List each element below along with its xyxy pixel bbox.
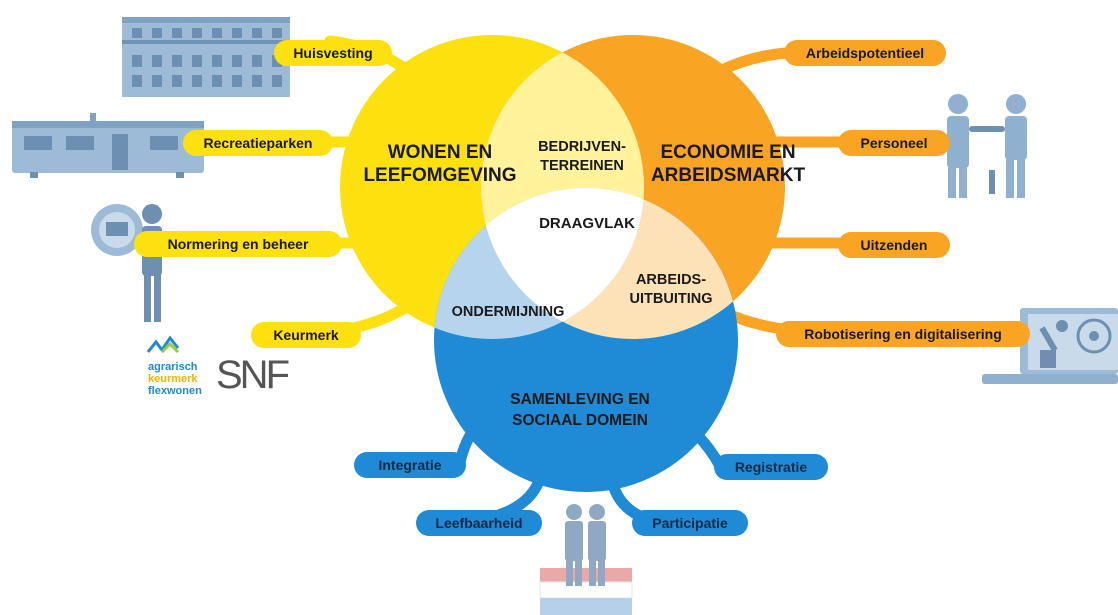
venn-circles [340, 35, 785, 492]
branch-arbeidspotentieel[interactable]: Arbeidspotentieel [784, 40, 946, 66]
label-draagvlak: DRAAGVLAK [539, 215, 635, 232]
label-economie-line1: ECONOMIE EN [660, 142, 795, 163]
branch-label: Personeel [861, 135, 928, 151]
snf-logo: SNF [216, 353, 292, 397]
mobile-home-icon [12, 113, 204, 178]
keurmerk-line2: keurmerk [148, 373, 198, 385]
keurmerk-line3: flexwonen [148, 385, 202, 397]
label-ondermijning: ONDERMIJNING [452, 304, 565, 320]
laptop-robot-icon [982, 308, 1118, 384]
building-icon [122, 17, 290, 97]
keurmerk-logo: agrarisch keurmerk flexwonen [146, 335, 202, 397]
branch-label: Leefbaarheid [435, 515, 522, 531]
dutch-flag-icon [539, 568, 633, 615]
branch-uitzenden[interactable]: Uitzenden [838, 232, 950, 258]
branch-personeel[interactable]: Personeel [838, 130, 950, 156]
circle-labels: WONEN EN LEEFOMGEVING ECONOMIE EN ARBEID… [363, 139, 805, 429]
branch-label: Uitzenden [861, 237, 928, 253]
branch-integratie[interactable]: Integratie [354, 452, 466, 478]
label-arbeids-line1: ARBEIDS- [636, 272, 706, 288]
keurmerk-line1: agrarisch [148, 361, 198, 373]
branch-label: Integratie [378, 457, 441, 473]
overlap-draagvlak [481, 188, 644, 339]
label-samenleving-line1: SAMENLEVING EN [510, 391, 650, 408]
branch-label: Registratie [735, 459, 808, 475]
branch-normering-en-beheer[interactable]: Normering en beheer [134, 231, 342, 257]
branch-label: Arbeidspotentieel [806, 45, 924, 61]
handshake-icon [947, 94, 1027, 198]
branch-huisvesting[interactable]: Huisvesting [274, 40, 392, 66]
label-wonen-line1: WONEN EN [388, 142, 493, 163]
branch-label: Participatie [652, 515, 728, 531]
branch-participatie[interactable]: Participatie [632, 510, 748, 536]
branch-label: Huisvesting [293, 45, 372, 61]
branch-recreatieparken[interactable]: Recreatieparken [183, 130, 333, 156]
label-arbeids-line2: UITBUITING [630, 291, 713, 307]
branch-keurmerk[interactable]: Keurmerk [251, 322, 361, 348]
label-bedrijven-line1: BEDRIJVEN- [538, 139, 626, 155]
branch-label: Recreatieparken [204, 135, 313, 151]
snf-text: SNF [216, 353, 289, 397]
branch-label: Normering en beheer [168, 236, 309, 252]
branch-robotisering-en-digitalisering[interactable]: Robotisering en digitalisering [776, 321, 1030, 347]
branch-label: Robotisering en digitalisering [804, 326, 1002, 342]
label-samenleving-line2: SOCIAAL DOMEIN [512, 412, 648, 429]
people-icon [565, 504, 606, 586]
branch-label: Keurmerk [273, 327, 339, 343]
label-wonen-line2: LEEFOMGEVING [363, 165, 516, 186]
label-bedrijven-line2: TERREINEN [540, 158, 624, 174]
inspector-icon [91, 204, 162, 322]
branch-leefbaarheid[interactable]: Leefbaarheid [416, 510, 542, 536]
label-economie-line2: ARBEIDSMARKT [651, 165, 806, 186]
branch-registratie[interactable]: Registratie [714, 454, 828, 480]
